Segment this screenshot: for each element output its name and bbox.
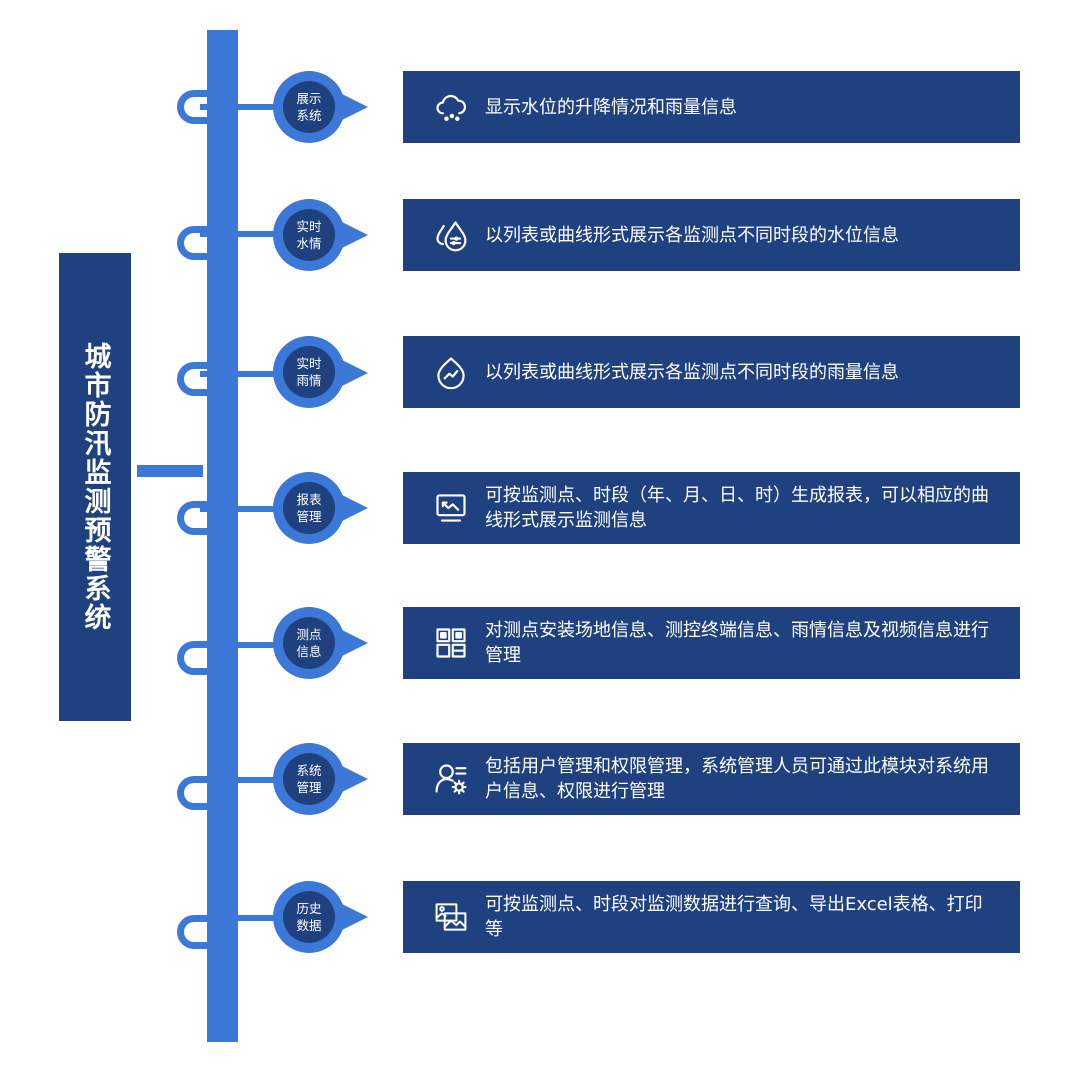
module-description: 可按监测点、时段对监测数据进行查询、导出Excel表格、打印等 xyxy=(485,894,983,940)
module-badge-admin: 系统管理 xyxy=(273,743,345,815)
user-settings-icon xyxy=(431,759,471,799)
loop-connector xyxy=(177,226,229,260)
module-card-rain: 以列表或曲线形式展示各监测点不同时段的雨量信息 xyxy=(403,336,1020,408)
module-description: 对测点安装场地信息、测控终端信息、雨情信息及视频信息进行管理 xyxy=(485,620,989,666)
module-card-admin: 包括用户管理和权限管理，系统管理人员可通过此模块对系统用户信息、权限进行管理 xyxy=(403,743,1020,815)
system-title: 城市防汛监测预警系统 xyxy=(79,342,111,632)
module-card-reports: 可按监测点、时段（年、月、日、时）生成报表，可以相应的曲线形式展示监测信息 xyxy=(403,472,1020,544)
module-label: 测点信息 xyxy=(296,627,322,659)
arm-connector xyxy=(200,642,280,648)
loop-connector xyxy=(177,90,229,124)
arm-connector xyxy=(200,104,280,110)
module-label: 实时雨情 xyxy=(296,356,322,388)
arm-connector xyxy=(200,506,280,512)
badge-inner: 测点信息 xyxy=(283,617,335,669)
cloud-rain-icon xyxy=(431,87,471,127)
module-label: 历史数据 xyxy=(296,901,322,933)
badge-inner: 报表管理 xyxy=(283,482,335,534)
badge-inner: 实时水情 xyxy=(283,209,335,261)
module-label: 实时水情 xyxy=(296,219,322,251)
timeline-spine xyxy=(207,30,238,1042)
module-badge-display: 展示系统 xyxy=(273,71,345,143)
arm-connector xyxy=(200,915,280,921)
badge-inner: 展示系统 xyxy=(283,81,335,133)
arm-connector xyxy=(200,371,280,377)
loop-connector xyxy=(177,501,229,535)
module-label: 系统管理 xyxy=(296,763,322,795)
title-connector xyxy=(137,465,203,477)
monitor-chart-icon xyxy=(431,488,471,528)
loop-connector xyxy=(177,362,229,396)
water-drop-icon xyxy=(431,215,471,255)
arm-connector xyxy=(200,231,280,237)
module-label: 报表管理 xyxy=(296,492,322,524)
module-badge-sites: 测点信息 xyxy=(273,607,345,679)
module-description: 显示水位的升降情况和雨量信息 xyxy=(485,96,737,118)
module-card-display: 显示水位的升降情况和雨量信息 xyxy=(403,71,1020,143)
module-badge-history: 历史数据 xyxy=(273,881,345,953)
badge-inner: 实时雨情 xyxy=(283,346,335,398)
module-card-sites: 对测点安装场地信息、测控终端信息、雨情信息及视频信息进行管理 xyxy=(403,607,1020,679)
badge-inner: 系统管理 xyxy=(283,753,335,805)
arm-connector xyxy=(200,777,280,783)
images-icon xyxy=(431,897,471,937)
module-description: 以列表或曲线形式展示各监测点不同时段的雨量信息 xyxy=(485,361,899,383)
drop-trend-icon xyxy=(431,352,471,392)
module-badge-rain: 实时雨情 xyxy=(273,336,345,408)
grid-blocks-icon xyxy=(431,623,471,663)
module-card-water: 以列表或曲线形式展示各监测点不同时段的水位信息 xyxy=(403,199,1020,271)
system-title-box: 城市防汛监测预警系统 xyxy=(59,253,131,721)
module-label: 展示系统 xyxy=(296,91,322,123)
module-description: 可按监测点、时段（年、月、日、时）生成报表，可以相应的曲线形式展示监测信息 xyxy=(485,485,989,531)
module-badge-reports: 报表管理 xyxy=(273,472,345,544)
module-description: 包括用户管理和权限管理，系统管理人员可通过此模块对系统用户信息、权限进行管理 xyxy=(485,756,989,802)
module-description: 以列表或曲线形式展示各监测点不同时段的水位信息 xyxy=(485,224,899,246)
module-card-history: 可按监测点、时段对监测数据进行查询、导出Excel表格、打印等 xyxy=(403,881,1020,953)
badge-inner: 历史数据 xyxy=(283,891,335,943)
module-badge-water: 实时水情 xyxy=(273,199,345,271)
